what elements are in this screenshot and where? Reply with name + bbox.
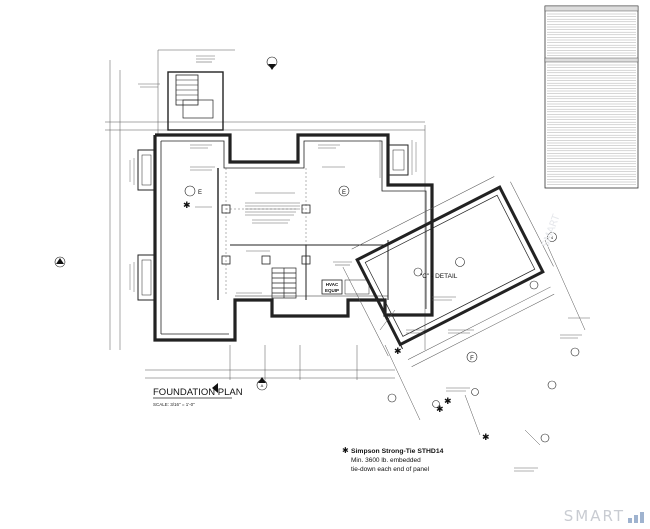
- sthd14-markers: ✱ ✱ ✱ ✱ ✱: [183, 200, 490, 442]
- dimension-lines: [105, 49, 426, 380]
- detail-c-leaders: [379, 239, 586, 446]
- room-tag-e-right: E: [342, 190, 346, 196]
- note-line-3: tie-down each end of panel: [351, 466, 430, 473]
- note-star-icon: ✱: [342, 446, 349, 455]
- watermark-text: SMART: [563, 507, 625, 525]
- equip-label: EQUIP: [325, 288, 339, 293]
- hvac-equipment: HVAC EQUIP: [321, 279, 370, 295]
- section-arrows: [56, 64, 276, 393]
- detail-c-slab: [342, 176, 555, 367]
- window-wells: [137, 144, 409, 301]
- plan-scale: SCALE: 3/16" = 1'-0": [153, 402, 195, 407]
- svg-text:✱: ✱: [436, 404, 444, 414]
- bubble-letters: 1/5 4 A: [57, 235, 554, 388]
- note-line-2: Min. 3600 lb. embedded: [351, 457, 421, 464]
- room-tag-e-left: E: [198, 190, 202, 196]
- rear-porch-stair: [167, 71, 224, 131]
- general-notes-table: [544, 5, 639, 189]
- centerlines: [225, 168, 307, 296]
- svg-text:✱: ✱: [183, 200, 191, 210]
- room-tag-f: F: [470, 356, 474, 362]
- svg-text:1/5: 1/5: [57, 260, 63, 265]
- vertical-annotations: [129, 140, 417, 292]
- interior-stair: [271, 267, 297, 299]
- plan-title: FOUNDATION PLAN: [153, 387, 243, 398]
- detail-c-label: "C" - DETAIL: [420, 273, 458, 280]
- column-pads: [221, 204, 311, 265]
- foundation-walls: [153, 133, 434, 342]
- fine-annotations: [138, 55, 590, 472]
- svg-text:4: 4: [551, 235, 554, 240]
- faint-watermark-text: SMART: [540, 212, 562, 249]
- svg-text:✱: ✱: [482, 432, 490, 442]
- svg-text:✱: ✱: [444, 396, 452, 406]
- svg-text:A: A: [261, 383, 264, 388]
- note-line-1: Simpson Strong-Tie STHD14: [351, 448, 444, 455]
- hvac-label: HVAC: [326, 282, 339, 287]
- smart-watermark: SMART: [564, 507, 644, 525]
- grid-bubbles: [54, 56, 580, 443]
- svg-text:✱: ✱: [394, 346, 402, 356]
- bar-chart-icon: [628, 512, 644, 523]
